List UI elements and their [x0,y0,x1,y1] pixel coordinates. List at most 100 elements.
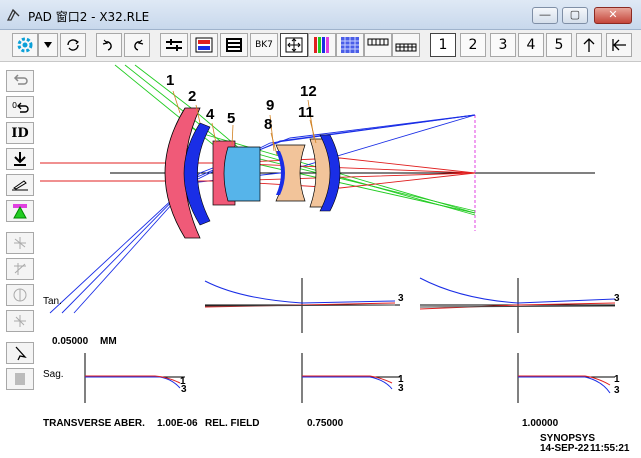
arrow-down-bar-icon [14,152,26,166]
curve-label-sag-3c: 3 [614,385,620,396]
ray-fan-icon [14,263,26,275]
crosshair-icon [14,315,26,327]
gear-dropdown-button[interactable] [38,33,58,57]
grid-icon [226,38,242,52]
id-button[interactable]: ID [6,122,34,144]
table-bottom-button[interactable] [392,33,420,57]
rotate-left-icon [102,39,112,51]
page-5-button[interactable]: 5 [546,33,572,57]
lens-drawing-canvas [40,64,616,403]
undo-button[interactable] [6,70,34,92]
spot-pattern-button[interactable] [336,33,364,57]
page-3-button[interactable]: 3 [490,33,516,57]
lens-element-5 [223,146,261,202]
pencil-button[interactable] [6,174,34,196]
rotate-right-button[interactable] [124,33,150,57]
surface-label-5: 5 [227,110,236,127]
download-button[interactable] [6,148,34,170]
expand-arrows-icon [285,37,303,53]
arrow-left-bar-icon [612,39,626,51]
grid-view-button[interactable] [220,33,248,57]
table-top-button[interactable] [364,33,392,57]
app-icon [6,8,20,21]
window-title: PAD 窗口2 - X32.RLE [28,10,150,24]
lens-element-2-blue [183,122,211,226]
triangle-button[interactable] [6,200,34,222]
footer-wavelength: 1.00E-06 [157,418,198,429]
field-mid: 0.75000 [307,418,344,429]
surface-label-12: 12 [300,83,317,100]
table-icon [395,43,417,52]
scale-unit: MM [100,336,117,347]
page-1-button[interactable]: 1 [430,33,456,57]
pattern-icon [341,37,359,53]
svg-text:0: 0 [12,101,17,110]
tan-label: Tan. [43,296,62,307]
brand-label: SYNOPSYS [540,433,596,444]
surface-label-4: 4 [206,106,215,123]
cursor-arrow-icon [15,346,27,361]
curve-label-sag-3a: 3 [181,384,187,395]
footer-field-label: REL. FIELD [205,418,260,429]
glass-catalog-button[interactable]: BK7 [250,33,278,57]
footer-title: TRANSVERSE ABER. [43,418,145,429]
reset-undo-button[interactable]: 0 [6,96,34,118]
toolbar: BK7 1 2 3 4 5 [0,30,641,62]
layout-button[interactable] [190,33,218,57]
minimize-button[interactable]: — [532,7,558,24]
tool-disabled-4[interactable] [6,310,34,332]
lens-adjust-button[interactable] [160,33,188,57]
curve-label-sag-3b: 3 [398,383,404,394]
tool-disabled-1[interactable] [6,232,34,254]
go-first-button[interactable] [606,33,632,57]
curve-label-sag-1b: 1 [398,374,404,385]
chevron-down-icon [44,42,52,48]
surface-label-9: 9 [266,97,275,114]
tool-disabled-3[interactable] [6,284,34,306]
curve-label-sag-1a: 1 [180,376,186,387]
flag-icon [15,373,25,385]
lens-element-12-blue [319,134,341,212]
time-label: 11:55:21 [590,443,630,454]
settings-gear-button[interactable] [12,33,38,57]
date-label: 14-SEP-22 [540,443,589,454]
maximize-button[interactable]: ▢ [562,7,588,24]
arrow-up-icon [583,38,595,52]
pointer-button[interactable] [6,342,34,364]
page-4-button[interactable]: 4 [518,33,544,57]
color-bars-icon [314,37,329,53]
undo-zero-icon: 0 [12,101,29,113]
sag-label: Sag. [43,369,64,380]
ray-bundle-blue [49,114,476,314]
page-2-button[interactable]: 2 [460,33,486,57]
close-button[interactable]: ✕ [594,7,632,24]
surface-label-8: 8 [264,116,273,133]
color-bars-button[interactable] [308,33,336,57]
gear-icon [17,37,33,53]
tool-disabled-2[interactable] [6,258,34,280]
undo-icon [13,74,28,85]
refresh-button[interactable] [60,33,86,57]
left-tool-palette: 0 ID [6,70,36,400]
surface-leader-lines [172,90,317,156]
surface-label-11: 11 [298,104,314,121]
curve-label-sag-1c: 1 [614,374,620,385]
surface-label-1: 1 [166,72,175,89]
triangle-icon [13,204,27,219]
lens-element-9-blue [276,151,285,195]
curve-label-tan-3a: 3 [398,293,404,304]
rotate-right-icon [134,39,144,51]
ray-fan-icon [14,237,26,249]
rotate-left-button[interactable] [96,33,122,57]
sliders-icon [166,39,182,51]
zoom-fit-button[interactable] [280,33,308,57]
lens-element-1-2 [164,107,201,239]
table-icon [367,38,389,46]
sagittal-curves [85,375,611,394]
tangential-curves [204,277,616,310]
scale-value: 0.05000 [52,336,89,347]
move-up-button[interactable] [576,33,602,57]
flag-button[interactable] [6,368,34,390]
field-full: 1.00000 [522,418,559,429]
pencil-ruler-icon [12,180,28,191]
